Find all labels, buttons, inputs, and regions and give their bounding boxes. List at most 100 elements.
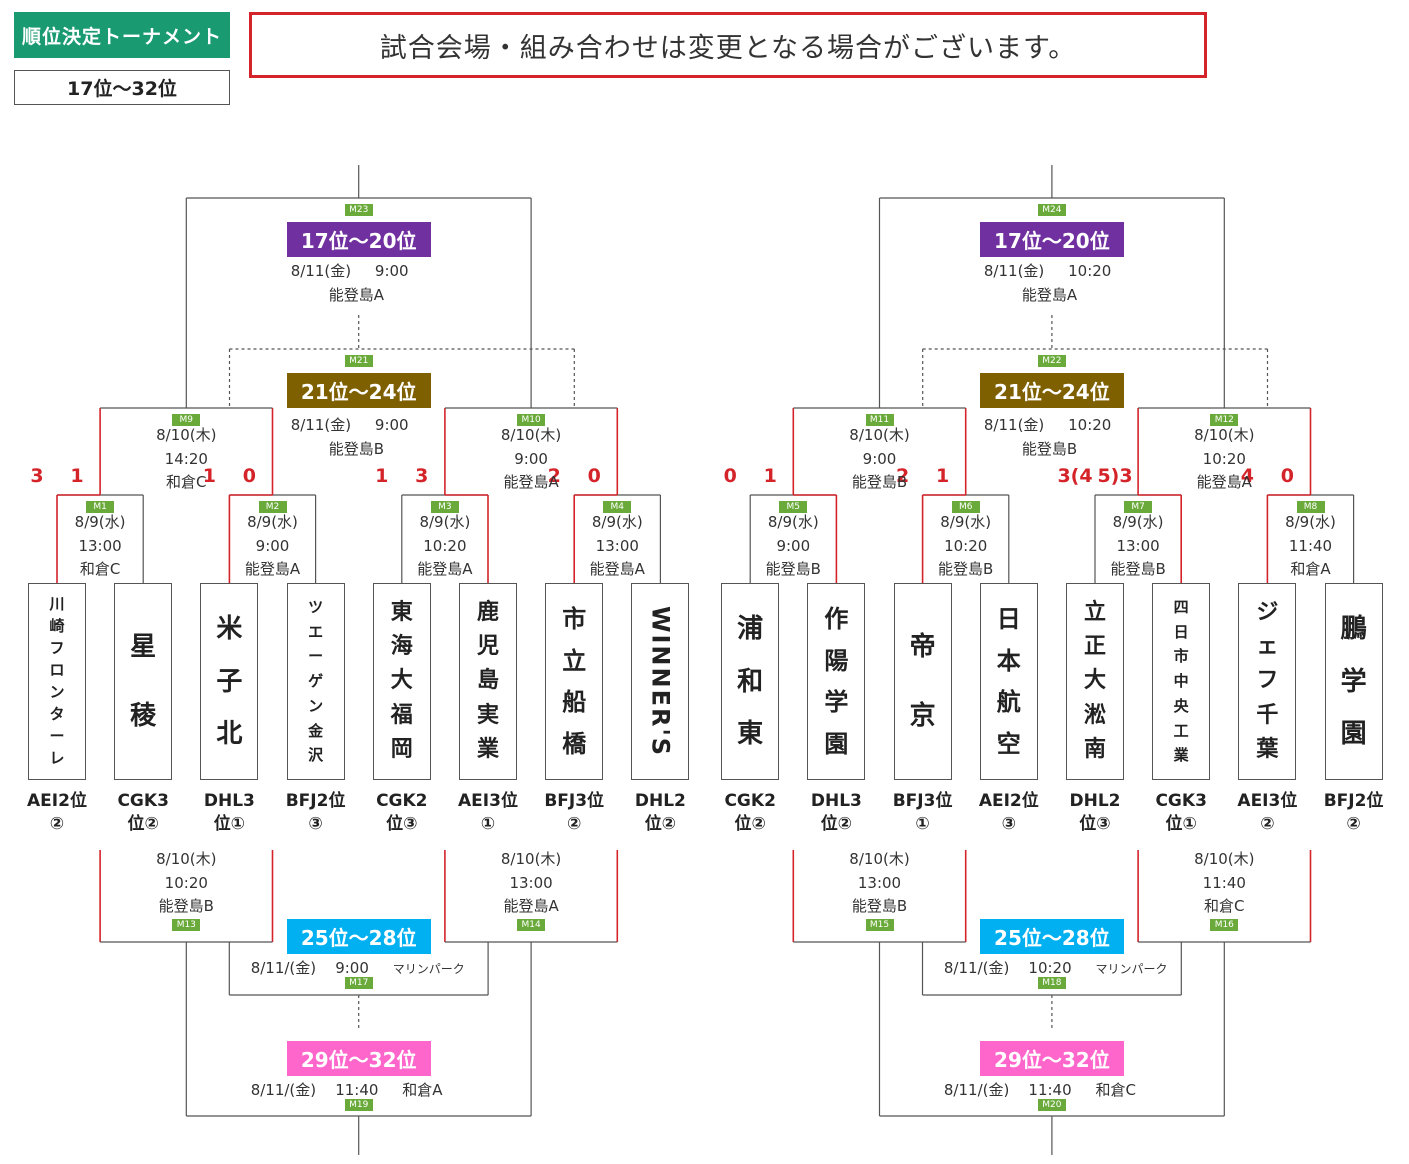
match-label: M13 xyxy=(172,919,201,931)
team-name-char: 学 xyxy=(824,688,849,717)
match-label: M19 xyxy=(344,1099,373,1111)
team-seed: 2位③ xyxy=(1079,791,1121,834)
team-group-code: AEI xyxy=(458,791,490,811)
team-card: 鹿児島実業 xyxy=(459,583,517,780)
match-venue: 能登島B xyxy=(851,897,908,915)
team-name-char: 島 xyxy=(476,668,499,694)
team-seed: 3位① xyxy=(480,791,518,834)
team-card: 米子北 xyxy=(200,583,259,780)
tournament-title: 順位決定トーナメント xyxy=(14,12,230,58)
score-left: 3 xyxy=(30,465,44,487)
match-label: M18 xyxy=(1037,977,1066,989)
team-name-char: 四 xyxy=(1173,597,1189,616)
team-name-char: 川 xyxy=(49,595,65,613)
team-code: BFJ3位① xyxy=(893,790,953,836)
team-name-char: ゲ xyxy=(308,672,324,690)
match-date: 8/9(水) xyxy=(1112,513,1164,531)
final-venue: 能登島A xyxy=(1021,286,1078,304)
team-name-char: 東 xyxy=(737,718,764,749)
team-name-char: 岡 xyxy=(390,736,413,762)
match-label: M2 xyxy=(258,501,287,513)
match-label: M21 xyxy=(344,355,373,367)
match-date: 8/9(水) xyxy=(940,513,992,531)
team-name-char: タ xyxy=(49,705,65,723)
match-venue: 能登島B xyxy=(1110,560,1166,578)
team-seed: 2位② xyxy=(734,791,776,834)
team-name-char: ン xyxy=(49,683,65,701)
team-group-code: BFJ xyxy=(544,791,576,811)
team-card: ツエーゲン金沢 xyxy=(286,583,345,780)
team-name-char: 業 xyxy=(1173,746,1189,765)
team-name-char: 南 xyxy=(1083,736,1106,762)
match-venue: 能登島A xyxy=(503,473,559,491)
team-name-char: レ xyxy=(49,749,65,767)
match-venue: 和倉C xyxy=(166,473,207,491)
team-code: BFJ2位③ xyxy=(286,790,346,836)
match-venue: 能登島B xyxy=(851,473,908,491)
match-date: 8/10(木) xyxy=(849,850,910,868)
team-code: AEI3位② xyxy=(1237,790,1297,836)
team-name-char: 大 xyxy=(1083,668,1106,694)
team-name-char: 中 xyxy=(1173,672,1189,690)
team-name-char: ロ xyxy=(49,661,65,679)
team-group-code: BFJ xyxy=(285,791,317,811)
final-datetime: 8/11(金) 10:20 xyxy=(983,416,1112,434)
team-name-char: 子 xyxy=(216,666,243,697)
match-label: M15 xyxy=(865,919,894,931)
team-seed: 2位③ xyxy=(386,791,428,834)
team-name-char: 園 xyxy=(1340,718,1367,749)
match-time: 10:20 xyxy=(944,536,988,555)
team-seed: 2位② xyxy=(1346,791,1384,834)
team-name-char: 崎 xyxy=(49,617,65,635)
match-venue: 能登島A xyxy=(1196,473,1252,491)
match-date: 8/10(木) xyxy=(849,426,910,444)
team-card: 日本航空 xyxy=(979,583,1038,780)
rank-banner: 29位～32位 xyxy=(286,1041,431,1076)
match-label: M20 xyxy=(1037,1099,1066,1111)
match-label: M1 xyxy=(86,501,115,513)
team-name-char: 空 xyxy=(996,729,1021,758)
match-time: 9:00 xyxy=(862,449,897,468)
match-venue: 能登島B xyxy=(158,897,214,915)
final-venue: 能登島B xyxy=(328,440,384,458)
match-venue: 和倉C xyxy=(1204,897,1245,915)
match-date: 8/10(木) xyxy=(1194,850,1255,868)
team-name-char: 米 xyxy=(216,614,243,645)
final-venue: 能登島B xyxy=(1021,440,1078,458)
team-name-char: 千 xyxy=(1256,702,1279,728)
team-code: CGK3位② xyxy=(113,790,173,836)
team-name-char: ツ xyxy=(308,597,324,616)
team-name-char: 日 xyxy=(996,605,1021,634)
team-group-code: CGK xyxy=(376,791,416,811)
team-code: CGK2位② xyxy=(720,790,780,836)
team-name: WINNER'S xyxy=(646,605,675,758)
score-right: 0 xyxy=(587,465,601,487)
match-label: M22 xyxy=(1037,355,1066,367)
team-name-char: フ xyxy=(49,639,65,657)
rank-banner: 29位～32位 xyxy=(979,1041,1124,1076)
team-name-char: 星 xyxy=(130,631,157,662)
match-venue: 能登島B xyxy=(938,560,994,578)
match-label: M14 xyxy=(517,919,546,931)
team-seed: 2位② xyxy=(644,791,686,834)
team-card: 星稜 xyxy=(114,583,173,780)
score-right: 1 xyxy=(70,465,84,487)
team-code: AEI3位① xyxy=(458,790,518,836)
final-venue: マリンパーク xyxy=(1095,962,1168,976)
team-name-char: ー xyxy=(308,647,324,666)
score-right: 1 xyxy=(935,465,950,487)
team-name-char: 沢 xyxy=(308,746,324,765)
team-group-code: AEI xyxy=(27,791,59,811)
team-code: CGK3位① xyxy=(1151,790,1211,836)
rank-banner: 25位～28位 xyxy=(286,919,431,954)
team-name-char: 央 xyxy=(1173,696,1189,715)
round2-match-info: 8/10(木) 9:00 能登島B xyxy=(820,424,940,495)
match-time: 9:00 xyxy=(514,449,548,468)
team-name-char: 正 xyxy=(1083,634,1106,660)
